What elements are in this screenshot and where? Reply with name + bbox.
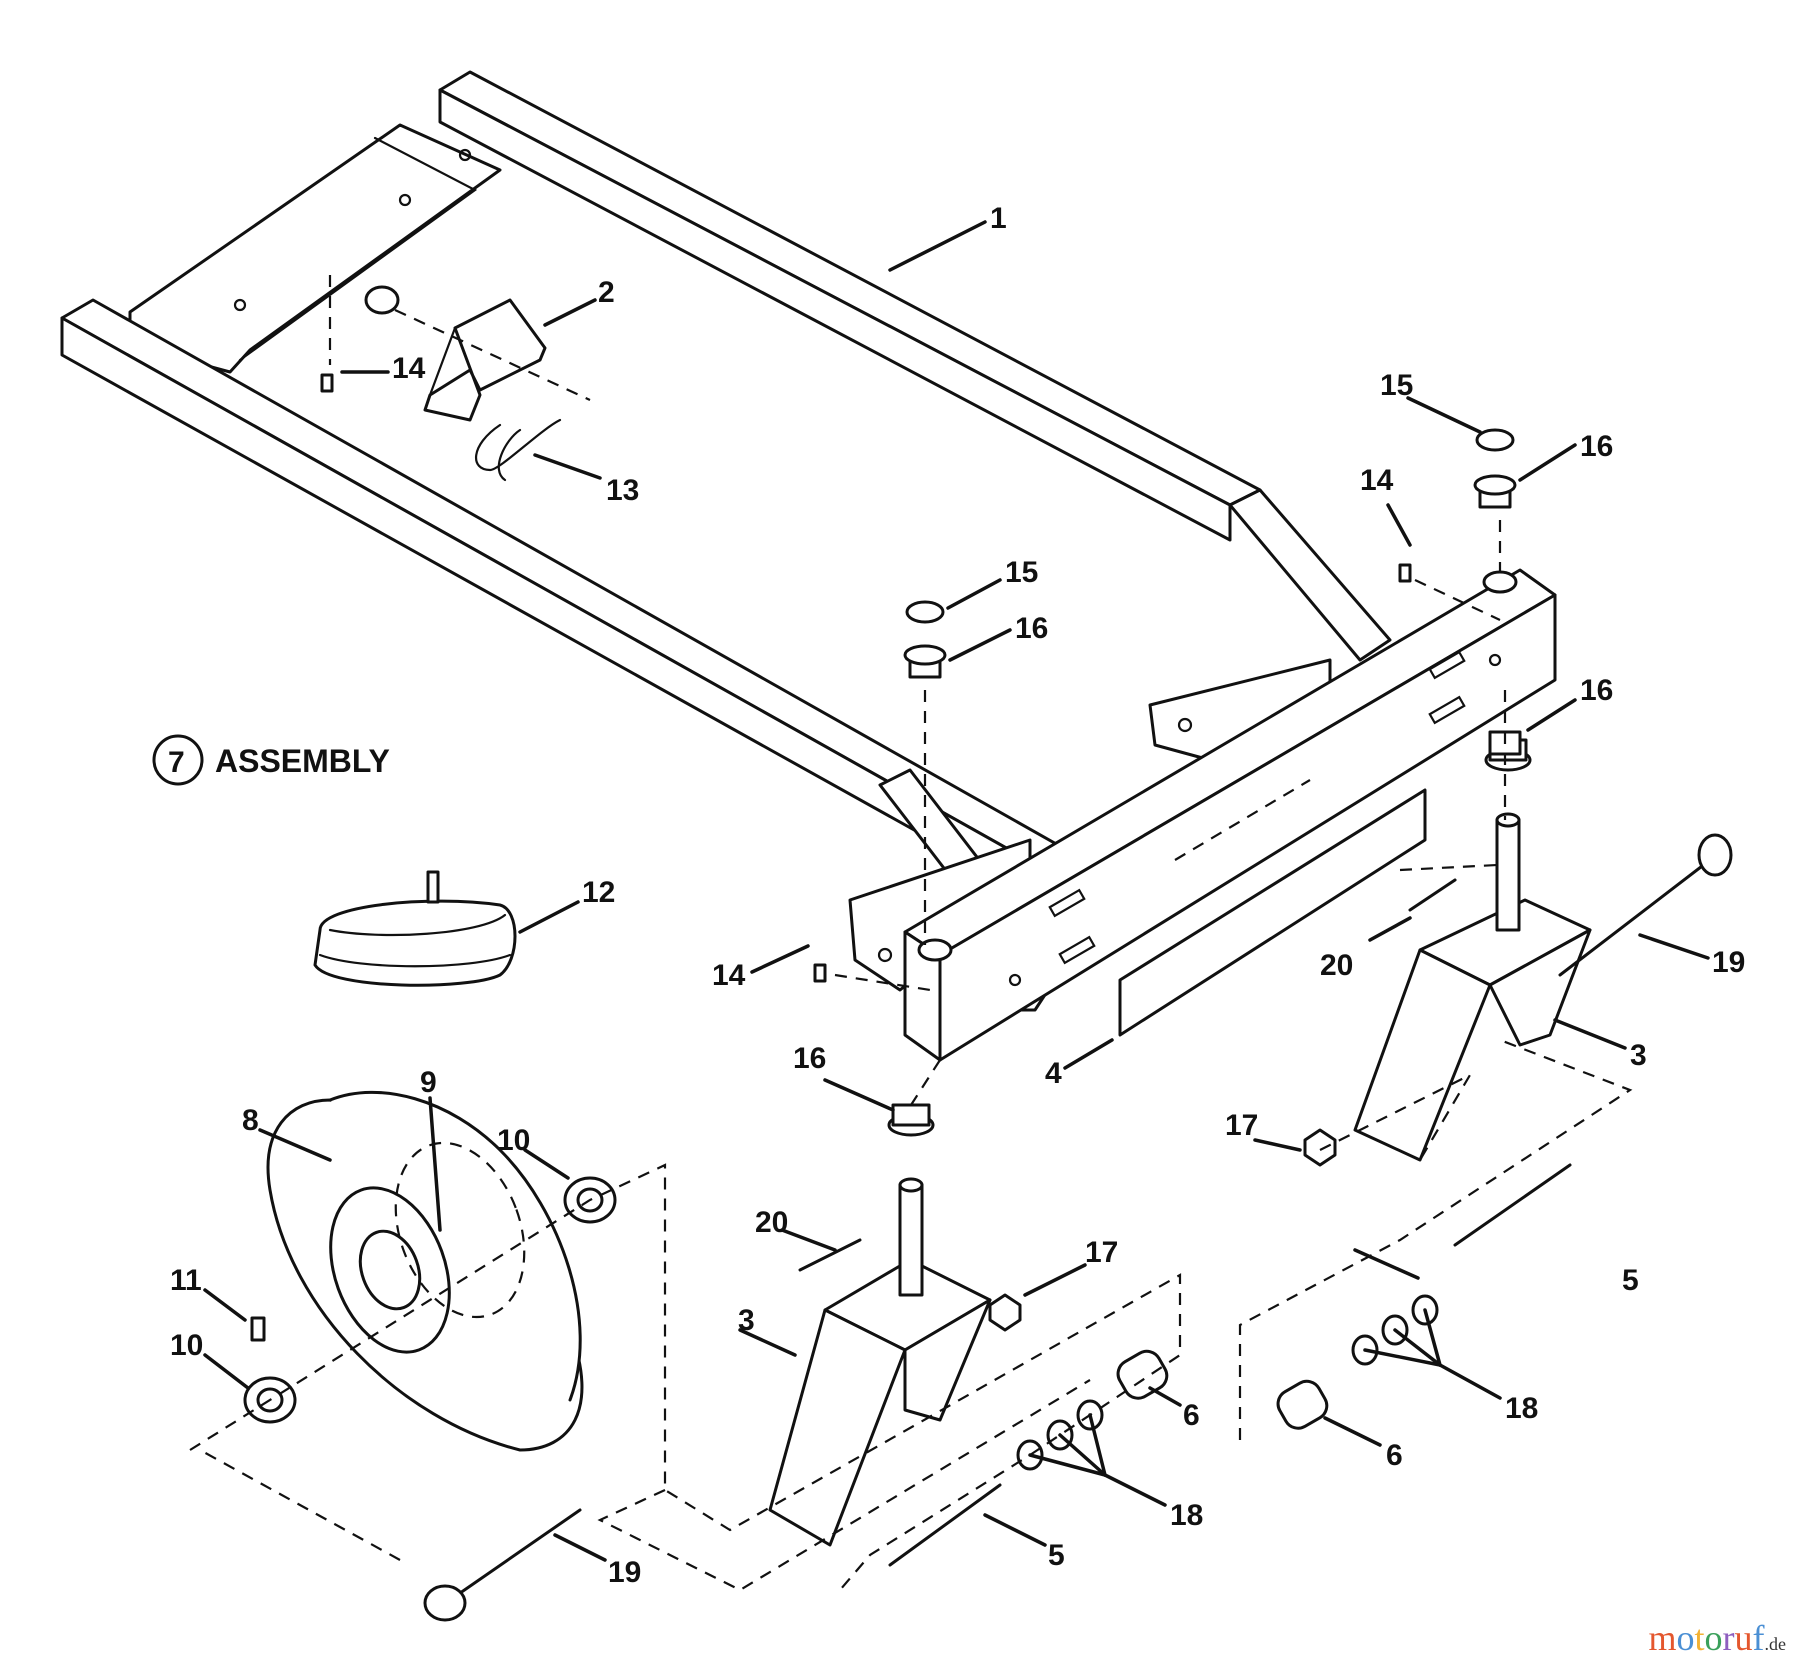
axle-bolt-right bbox=[1558, 833, 1733, 977]
inner-tube bbox=[313, 870, 517, 987]
caster-fork-right bbox=[1353, 738, 1592, 1162]
watermark-letter: f bbox=[1752, 1618, 1765, 1658]
hitch-bracket bbox=[423, 298, 547, 422]
grease-fitting bbox=[250, 1316, 266, 1342]
callout-12: 12 bbox=[582, 876, 615, 909]
assembly-number: 7 bbox=[168, 746, 185, 779]
callout-18-left: 18 bbox=[1170, 1499, 1203, 1532]
callout-18-right: 18 bbox=[1505, 1392, 1538, 1425]
watermark-letter: t bbox=[1694, 1618, 1705, 1658]
callout-17-left: 17 bbox=[1085, 1236, 1118, 1269]
callout-17-right: 17 bbox=[1225, 1109, 1258, 1142]
main-frame bbox=[60, 70, 1557, 1062]
grease-fitting-beam-left bbox=[813, 963, 827, 983]
callout-15-left: 15 bbox=[1005, 556, 1038, 589]
wheel-tire bbox=[266, 1090, 584, 1452]
callout-10-lower: 10 bbox=[170, 1329, 203, 1362]
assembly-number-circle bbox=[152, 734, 204, 786]
assembly-title: 7 ASSEMBLY bbox=[152, 734, 390, 786]
callout-numbers: 1 2 14 13 15 16 14 15 16 16 12 14 20 19 … bbox=[170, 202, 1745, 1589]
callout-4: 4 bbox=[1045, 1057, 1062, 1090]
grease-fitting-frame bbox=[320, 373, 334, 393]
washer-15-right bbox=[1475, 428, 1515, 452]
callout-2: 2 bbox=[598, 276, 615, 309]
watermark-letter: o bbox=[1676, 1618, 1695, 1658]
callout-16-right-lower: 16 bbox=[1580, 674, 1613, 707]
spacer-tube-right bbox=[1453, 1163, 1572, 1247]
watermark-letter: o bbox=[1704, 1618, 1723, 1658]
callout-10-upper: 10 bbox=[497, 1124, 530, 1157]
locknut-right bbox=[1303, 1128, 1337, 1167]
cotter-pin-right bbox=[1408, 878, 1457, 912]
leader-lines bbox=[203, 220, 1710, 1562]
watermark-letter: r bbox=[1722, 1618, 1735, 1658]
callout-16-left: 16 bbox=[1015, 612, 1048, 645]
callout-14-frame: 14 bbox=[392, 352, 426, 385]
callout-16-fork-left: 16 bbox=[793, 1042, 826, 1075]
callout-16-right: 16 bbox=[1580, 430, 1613, 463]
callout-20-left: 20 bbox=[755, 1206, 788, 1239]
bearing-left bbox=[1116, 1349, 1169, 1400]
callout-19-left: 19 bbox=[608, 1556, 641, 1589]
grease-fitting-beam-right bbox=[1398, 563, 1412, 583]
washer-15-left bbox=[905, 600, 945, 624]
watermark: motoruf.de bbox=[1648, 1617, 1786, 1659]
bushing-16-right bbox=[1473, 474, 1517, 509]
decal bbox=[1118, 788, 1427, 1037]
callout-5-right: 5 bbox=[1622, 1264, 1639, 1297]
locknut-left bbox=[988, 1293, 1022, 1332]
assembly-lines bbox=[189, 275, 1633, 1592]
axle-bolt-left bbox=[423, 1508, 582, 1622]
callout-5-left: 5 bbox=[1048, 1539, 1065, 1572]
bushing-16-left bbox=[903, 644, 947, 679]
callout-3-left: 3 bbox=[738, 1304, 755, 1337]
watermark-letter: m bbox=[1648, 1618, 1677, 1658]
bearing-right bbox=[1276, 1379, 1329, 1430]
callout-9: 9 bbox=[420, 1066, 437, 1099]
callout-6-right: 6 bbox=[1386, 1439, 1403, 1472]
callout-14-beam-right: 14 bbox=[1360, 464, 1394, 497]
watermark-suffix: .de bbox=[1764, 1634, 1787, 1654]
callout-6-left: 6 bbox=[1183, 1399, 1200, 1432]
callout-8: 8 bbox=[242, 1104, 259, 1137]
callout-13: 13 bbox=[606, 474, 639, 507]
caster-fork-left bbox=[768, 1103, 992, 1547]
watermark-letter: u bbox=[1734, 1618, 1753, 1658]
callout-20-right: 20 bbox=[1320, 949, 1353, 982]
callout-1: 1 bbox=[990, 202, 1007, 235]
spacer-tube-left bbox=[888, 1483, 1002, 1567]
hitch-pin bbox=[475, 418, 562, 482]
callout-14-beam-left: 14 bbox=[712, 959, 746, 992]
callout-15-right: 15 bbox=[1380, 369, 1413, 402]
callout-19-right: 19 bbox=[1712, 946, 1745, 979]
callout-11: 11 bbox=[170, 1264, 202, 1297]
assembly-label: ASSEMBLY bbox=[215, 743, 390, 779]
callout-3-right: 3 bbox=[1630, 1039, 1647, 1072]
cotter-pin-left bbox=[798, 1238, 862, 1272]
